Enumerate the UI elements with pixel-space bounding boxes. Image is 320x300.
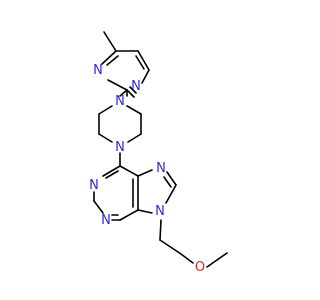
bond-ch2-o xyxy=(180,253,194,264)
bond-c2p-n3p xyxy=(93,200,104,214)
bond-pz-4 xyxy=(98,133,113,143)
bond-c5-c6 xyxy=(137,50,150,71)
bond-c2-n1-inner xyxy=(129,86,137,94)
atom-labels: N N N N N N N N O xyxy=(89,63,205,275)
atom-n-pyrimidine-left: N xyxy=(93,63,103,78)
pyrimidine-ring xyxy=(101,31,150,98)
bond-c5-c6-inner xyxy=(135,55,145,70)
bond-n7-c8 xyxy=(166,171,177,186)
structure-canvas: N N N N N N N N O xyxy=(89,31,228,275)
bond-c8-n9 xyxy=(165,184,177,204)
bond-c2-n3 xyxy=(107,79,128,91)
bond-n7-c8-inner xyxy=(163,176,172,188)
bond-c6-n1p xyxy=(102,165,121,177)
bond-n9-ch2 xyxy=(159,219,162,241)
atom-n-piperazine-bottom: N xyxy=(115,140,125,155)
bond-methyl xyxy=(103,31,117,52)
bond-ch2-ch2 xyxy=(159,239,182,255)
atom-n-purine-3: N xyxy=(101,213,111,228)
bond-n3-c4 xyxy=(101,50,117,65)
bond-pz-1 xyxy=(126,105,142,115)
bond-o-ch3 xyxy=(206,252,228,268)
bond-c6-n1 xyxy=(141,69,150,84)
bond-pz-3 xyxy=(127,133,142,143)
purine-system xyxy=(93,165,228,268)
bond-n9-c4 xyxy=(137,209,153,214)
bond-n1-c2 xyxy=(126,89,135,98)
bond-c4-c5 xyxy=(119,209,139,221)
bond-pz-6 xyxy=(98,105,113,115)
bond-c6p-c6 xyxy=(119,165,139,177)
bond-c6-n1p-inner xyxy=(105,170,119,179)
atom-n-purine-7: N xyxy=(156,161,166,176)
atom-o-ether: O xyxy=(195,260,205,275)
atom-n-piperazine-top: N xyxy=(115,94,125,109)
bond-pz-c2-n4 xyxy=(119,89,128,97)
molecule-diagram: N N N N N N N N O xyxy=(89,31,228,275)
piperazine-ring xyxy=(98,89,142,167)
atom-n-pyrimidine-right: N xyxy=(131,79,141,94)
bond-n3-c4-inner xyxy=(106,55,119,66)
atom-n-purine-1: N xyxy=(89,178,99,193)
bond-c5-n7 xyxy=(137,169,153,177)
atom-n-purine-9: N xyxy=(155,204,165,219)
